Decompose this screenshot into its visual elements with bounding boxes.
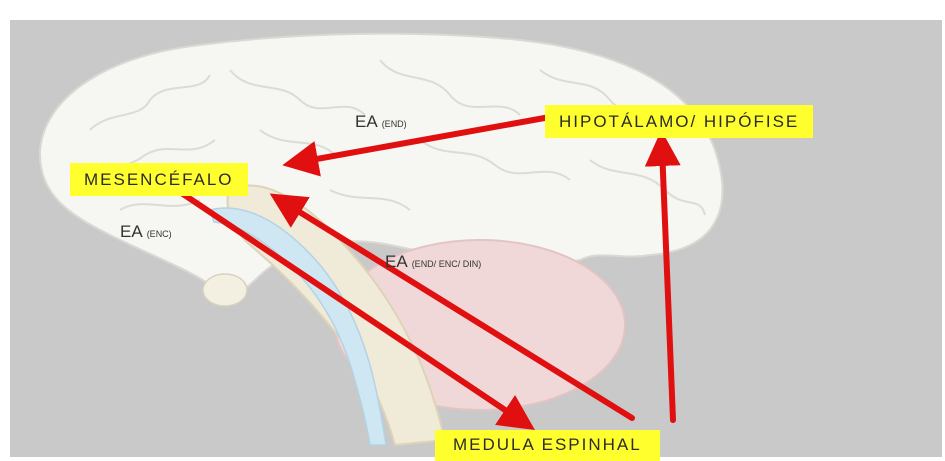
edge-label-left-sub: (ENC) [147, 229, 172, 239]
face-structure [203, 274, 247, 306]
edge-label-left-main: EA [120, 222, 143, 241]
edge-label-center-sub: (END/ ENC/ DIN) [412, 259, 482, 269]
edge-label-center-main: EA [385, 252, 408, 271]
label-mesencefalo: MESENCÉFALO [70, 163, 248, 196]
edge-label-top: EA (END) [355, 112, 407, 132]
label-medula: MEDULA ESPINHAL [435, 430, 660, 461]
edge-label-center: EA (END/ ENC/ DIN) [385, 252, 481, 272]
edge-label-left: EA (ENC) [120, 222, 172, 242]
edge-label-top-main: EA [355, 112, 378, 131]
label-hipotalamo: HIPOTÁLAMO/ HIPÓFISE [545, 105, 813, 138]
edge-label-top-sub: (END) [382, 119, 407, 129]
